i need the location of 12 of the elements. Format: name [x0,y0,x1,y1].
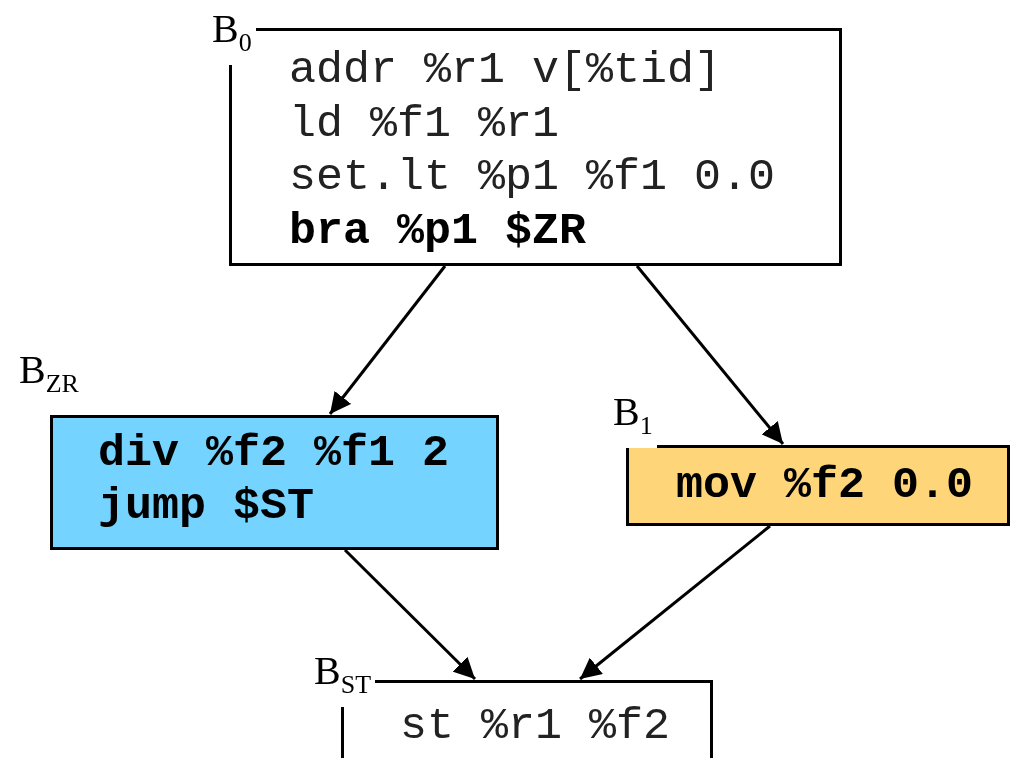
code-line: addr %r1 v[%tid] [289,45,722,97]
arrow [579,524,771,681]
code-line: mov %f2 0.0 [676,460,974,512]
code-line: set.lt %p1 %f1 0.0 [289,152,776,204]
arrow [343,548,477,681]
code-line: st %r1 %f2 [400,701,671,753]
arrow [328,265,447,415]
code-line: div %f2 %f1 2 [98,428,450,480]
code-line: bra %p1 $ZR [289,205,587,258]
code-line: ld %f1 %r1 [289,98,560,151]
code-line: jump $ST [98,481,315,533]
arrow [635,265,785,445]
